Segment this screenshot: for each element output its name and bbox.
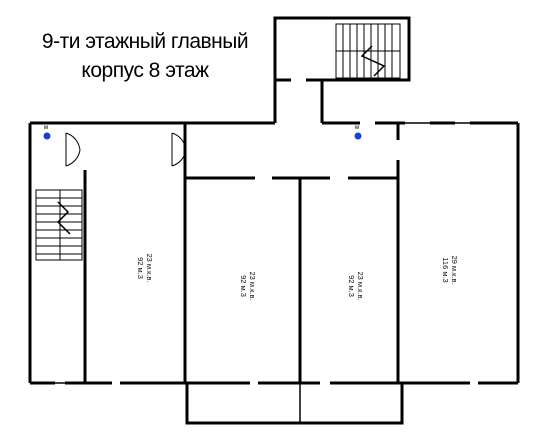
door-swing-left-icon — [65, 132, 81, 167]
room-1-area: 92 м.3 — [136, 257, 145, 279]
fire-extinguisher-icon: м — [354, 125, 362, 140]
room-3-area: 92 м.3 — [347, 275, 356, 297]
svg-text:м: м — [355, 125, 359, 131]
room-label-1: 23 м.к.в. 92 м.3 — [136, 253, 154, 282]
bottom-annex — [185, 383, 404, 425]
room-4-capacity: 29 м.к.в. — [450, 255, 459, 284]
staircase-top-icon — [335, 23, 401, 79]
fire-extinguisher-icon: м — [43, 125, 51, 140]
room-2-area: 92 м.3 — [239, 275, 248, 297]
room-label-4: 29 м.к.в. 116 м.3 — [441, 255, 459, 284]
plan-title-line-1: 9-ти этажный главный — [41, 30, 249, 53]
staircase-left-icon — [35, 189, 83, 261]
room-2-capacity: 23 м.к.в. — [248, 271, 257, 300]
outer-walls — [28, 121, 520, 385]
plan-title-line-2: корпус 8 этаж — [81, 59, 209, 82]
room-3-capacity: 23 м.к.в. — [356, 271, 365, 300]
stair-block-top — [273, 16, 411, 123]
room-label-2: 23 м.к.в. 92 м.3 — [239, 271, 257, 300]
room-4-area: 116 м.3 — [441, 257, 450, 282]
interior-walls — [83, 123, 400, 383]
room-1-capacity: 23 м.к.в. — [145, 253, 154, 282]
door-swing-middle-icon — [171, 132, 187, 167]
room-label-3: 23 м.к.в. 92 м.3 — [347, 271, 365, 300]
svg-text:м: м — [44, 125, 48, 131]
